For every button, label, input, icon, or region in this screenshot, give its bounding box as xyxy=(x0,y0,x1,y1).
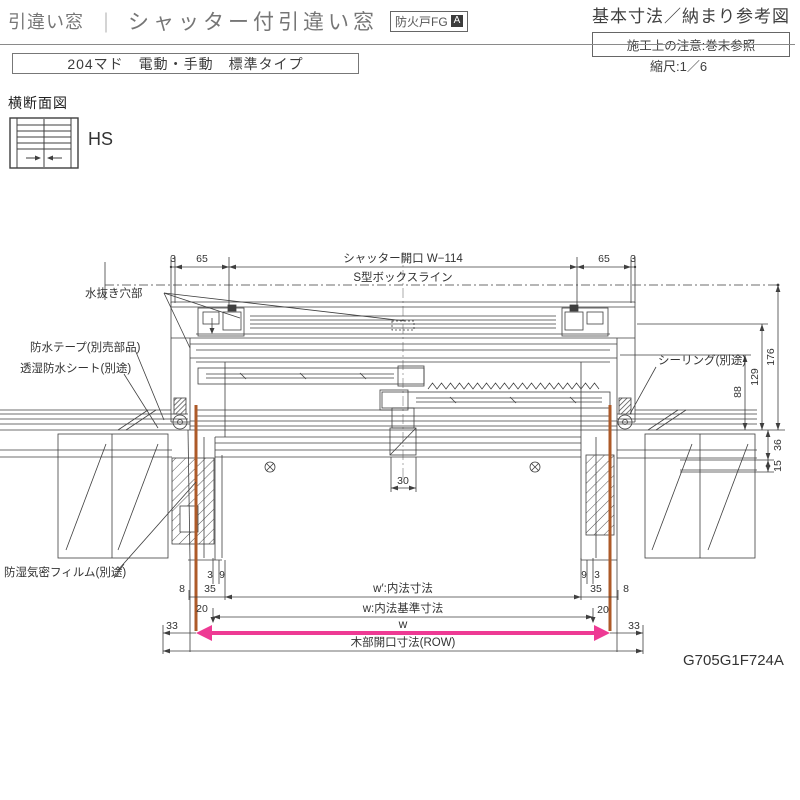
wall-right xyxy=(580,397,757,561)
dim-top-65-right: 65 xyxy=(598,253,610,265)
dim-8-left: 8 xyxy=(179,583,185,595)
dim-8-right: 8 xyxy=(623,583,629,595)
header-right: 基本寸法／納まり参考図 施工上の注意:巻末参照 xyxy=(592,2,790,57)
main-title: シャッター付引違い窓 xyxy=(128,11,378,34)
dim-35-right: 35 xyxy=(590,583,602,595)
dim-9-left: 9 xyxy=(219,570,225,581)
dim-20-right: 20 xyxy=(597,604,609,616)
dim-30: 30 xyxy=(397,475,409,487)
dim-top-65-left: 65 xyxy=(196,253,208,265)
section-view-label: 横断面図 xyxy=(8,95,68,111)
dim-129: 129 xyxy=(749,368,761,386)
breathable-sheet-label: 透湿防水シート(別途) xyxy=(20,361,131,375)
dim-15: 15 xyxy=(772,460,784,472)
section-view-code: HS xyxy=(88,129,113,149)
waterproof-tape-label: 防水テープ(別売部品) xyxy=(30,340,141,354)
dim-35-left: 35 xyxy=(204,583,216,595)
drawing-code: G705G1F724A xyxy=(683,652,784,669)
dim-top-3-right: 3 xyxy=(630,253,636,265)
scale-label: 縮尺:1／6 xyxy=(650,59,708,74)
shutter-opening-label: シャッター開口 W−114 xyxy=(343,252,463,265)
dim-36: 36 xyxy=(772,439,784,451)
dim-33-left: 33 xyxy=(166,620,178,632)
w-arrow xyxy=(196,625,610,641)
drain-holes-label: 水抜き穴部 xyxy=(85,286,143,300)
fire-door-badge: 防火戸FG A xyxy=(390,10,469,32)
dim-88: 88 xyxy=(732,386,744,398)
interior-lines xyxy=(0,429,757,473)
w-label: w xyxy=(398,617,408,631)
sash-assembly xyxy=(189,358,618,456)
top-dimensions xyxy=(104,257,637,305)
dim-9-right: 9 xyxy=(581,570,587,581)
dim-20-left: 20 xyxy=(196,603,208,615)
sealing-backer xyxy=(618,397,632,415)
bottom-dimensions xyxy=(162,558,644,654)
spec-title: 基本寸法／納まり参考図 xyxy=(592,7,790,26)
fire-badge-mark: A xyxy=(450,15,464,27)
dim-33-right: 33 xyxy=(628,620,640,632)
shutter-box xyxy=(170,301,636,423)
cross-section-drawing xyxy=(0,252,785,654)
dim-top-3-left: 3 xyxy=(170,253,176,265)
header-rule xyxy=(0,44,795,45)
right-dimensions xyxy=(620,283,785,473)
center-dimension-30 xyxy=(390,457,417,492)
title-separator: ｜ xyxy=(96,12,116,35)
fire-badge-text: 防火戸FG xyxy=(395,14,448,29)
leader-lines xyxy=(113,292,657,579)
s-box-line-label: S型ボックスライン xyxy=(353,270,452,284)
sealing-label: シーリング(別途) xyxy=(658,353,746,367)
header: 引違い窓 ｜ シャッター付引違い窓 防火戸FG A xyxy=(8,6,469,36)
dim-176: 176 xyxy=(765,348,777,366)
screen-mesh xyxy=(427,382,600,390)
drawing-texts: 3 65 シャッター開口 W−114 65 3 S型ボックスライン 水抜き穴部 … xyxy=(4,252,784,669)
section-view-icon xyxy=(9,117,79,169)
dim-3-left: 3 xyxy=(207,570,213,581)
airtight-film-label: 防湿気密フィルム(別途) xyxy=(4,565,126,579)
w-prime-label: w′:内法寸法 xyxy=(372,581,433,595)
dim-3-right: 3 xyxy=(594,570,600,581)
product-type-box: 204マド 電動・手動 標準タイプ xyxy=(12,53,359,74)
wood-opening-label: 木部開口寸法(ROW) xyxy=(351,635,456,649)
category-title: 引違い窓 xyxy=(8,12,84,32)
w-std-label: w:内法基準寸法 xyxy=(362,601,444,615)
